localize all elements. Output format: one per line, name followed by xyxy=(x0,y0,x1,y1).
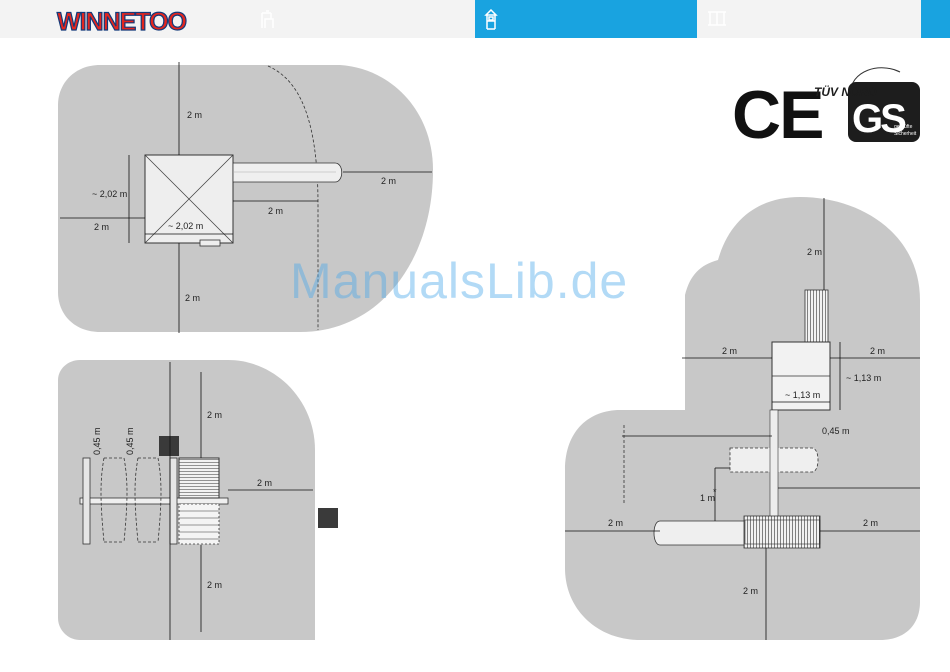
dim-left: 2 m xyxy=(94,222,109,232)
dim-lower-right: 2 m xyxy=(863,518,878,528)
post-marker-right xyxy=(318,508,338,528)
dim-top: 2 m xyxy=(187,110,202,120)
dim-right: 2 m xyxy=(257,478,272,488)
dim-bottom: 2 m xyxy=(185,293,200,303)
tower-width-label: ~ 1,13 m xyxy=(785,390,820,400)
dim-lower-left: 2 m xyxy=(608,518,623,528)
climbing-wall xyxy=(805,290,828,342)
dim-left: 2 m xyxy=(722,346,737,356)
pipe-gap-label: 0,45 m xyxy=(822,426,850,436)
dim-top: 2 m xyxy=(207,410,222,420)
bridge-gap-2: 0,45 m xyxy=(125,427,135,455)
watermark: ManualsLib.de xyxy=(290,252,628,310)
post-marker-left xyxy=(159,436,179,456)
dim-top: 2 m xyxy=(807,247,822,257)
bridge-gap-1: 0,45 m xyxy=(92,427,102,455)
dim-right: 2 m xyxy=(381,176,396,186)
height-note: * xyxy=(713,487,717,497)
tower-width-label: ~ 2,02 m xyxy=(168,221,203,231)
slide xyxy=(233,163,342,182)
tower-lower xyxy=(179,504,219,544)
svg-text:geprüfte: geprüfte xyxy=(894,124,913,130)
dim-slide: 2 m xyxy=(268,206,283,216)
tuv-gs-mark: TÜV NORD GS geprüfte Sicherheit xyxy=(814,68,920,142)
dim-bottom: 2 m xyxy=(207,580,222,590)
tower-depth-label: ~ 2,02 m xyxy=(92,189,127,199)
svg-text:Sicherheit: Sicherheit xyxy=(894,131,917,137)
dim-bottom: 2 m xyxy=(743,586,758,596)
tower-hatched xyxy=(179,458,219,498)
tower-depth-label: ~ 1,13 m xyxy=(846,373,881,383)
svg-text:CE: CE xyxy=(732,77,822,153)
base-hatched xyxy=(744,516,820,548)
plan-bottom-left: 2 m 2 m 2 m 0,45 m 0,45 m xyxy=(58,360,338,640)
slide-right xyxy=(654,521,745,545)
dim-right: 2 m xyxy=(870,346,885,356)
ce-mark: CE xyxy=(732,77,822,153)
